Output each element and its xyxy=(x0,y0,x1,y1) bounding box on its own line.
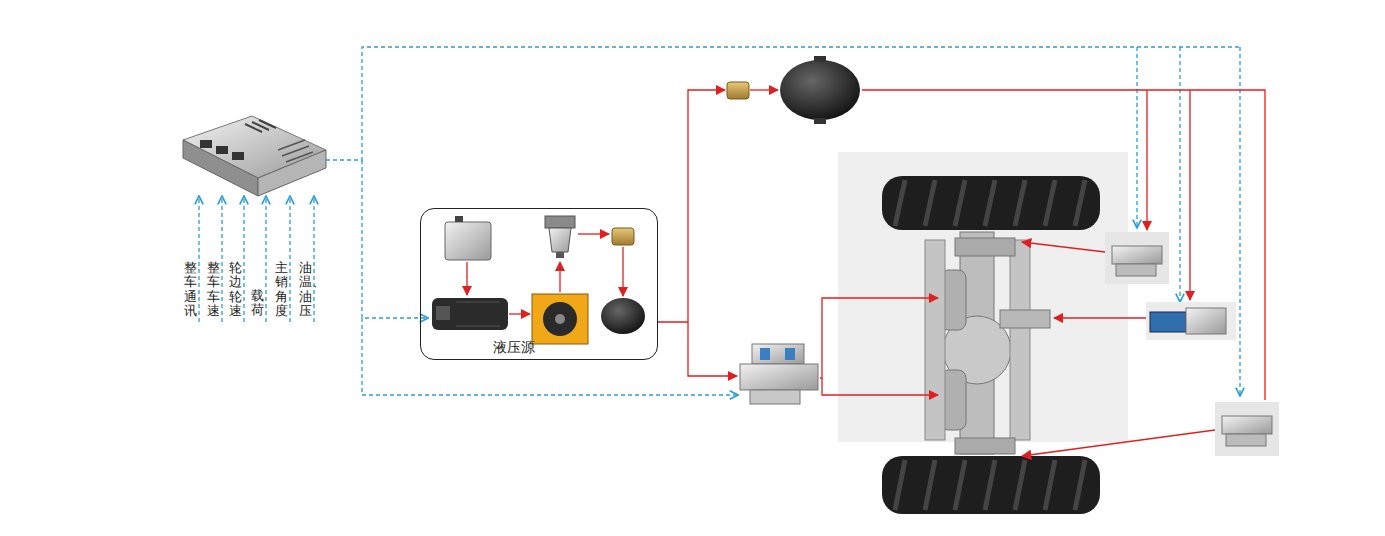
hydraulic-source-box: 液压源 xyxy=(420,208,658,360)
box-label: 液压源 xyxy=(493,339,535,357)
valve-block xyxy=(740,344,818,404)
right-valves xyxy=(1105,232,1279,456)
signal-label: 轮边轮速 xyxy=(229,261,242,318)
hydraulic-lines xyxy=(658,90,1265,456)
signal-label: 主销角度 xyxy=(275,261,288,318)
accumulator-branch xyxy=(727,56,860,124)
hydraulic-source-parts xyxy=(432,216,645,344)
ecu-controller xyxy=(183,116,326,196)
signal-label: 载荷 xyxy=(251,289,264,318)
internal-flow-arrows xyxy=(467,234,623,314)
signal-label: 整车通讯 xyxy=(184,261,197,318)
signal-arrows xyxy=(199,196,314,322)
signal-label: 油温、油压 xyxy=(299,261,312,318)
steering-axle xyxy=(838,152,1128,514)
signal-label: 整车车速 xyxy=(207,261,220,318)
